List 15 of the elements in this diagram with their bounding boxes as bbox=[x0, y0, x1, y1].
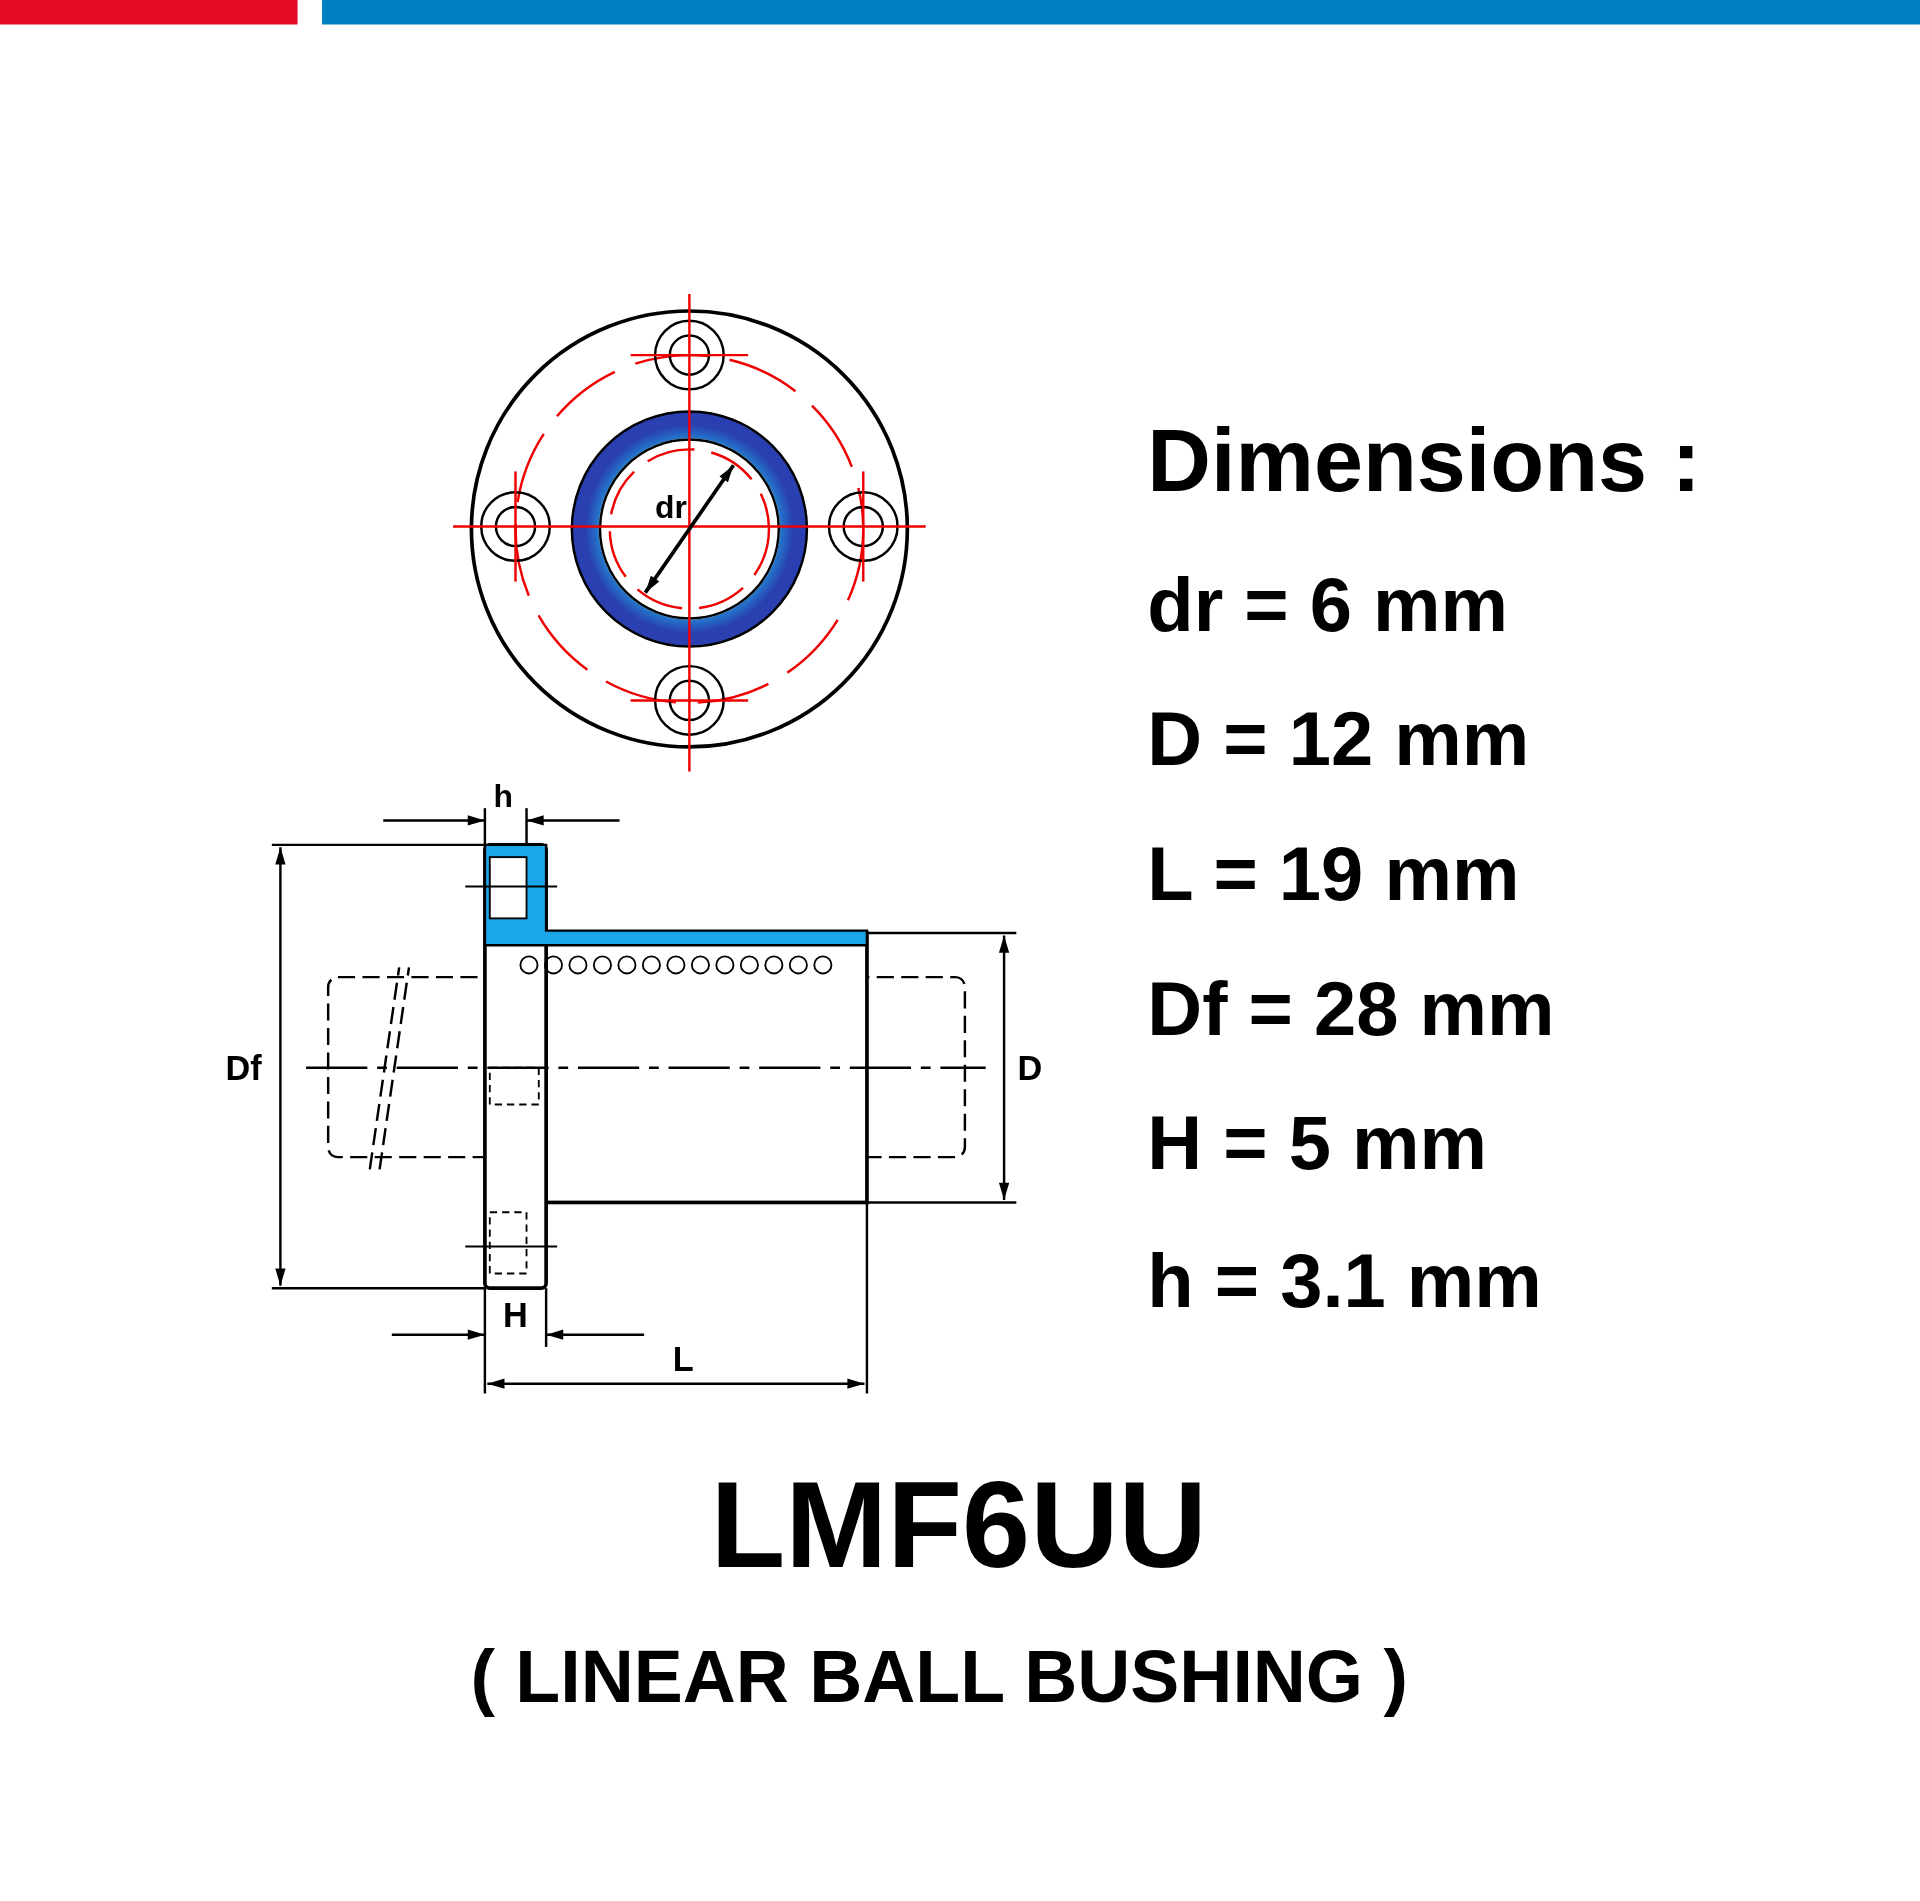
specification-line: dr = 6 mm bbox=[1147, 563, 1509, 647]
product-title: LMF6UU bbox=[710, 1457, 1208, 1592]
specification-line: h = 3.1 mm bbox=[1147, 1239, 1542, 1323]
specification-line: Df = 28 mm bbox=[1147, 967, 1555, 1051]
dimension-letter: H bbox=[503, 1297, 528, 1336]
specification-line: D = 12 mm bbox=[1147, 697, 1530, 782]
product-caption: ( LINEAR BALL BUSHING ) bbox=[470, 1637, 1408, 1718]
specification-line: L = 19 mm bbox=[1147, 832, 1520, 917]
dimension-letter: dr bbox=[655, 489, 687, 525]
dimension-letter: h bbox=[493, 778, 513, 814]
dimension-letter: L bbox=[672, 1341, 694, 1380]
dimension-letter: Df bbox=[225, 1050, 262, 1088]
specification-line: H = 5 mm bbox=[1147, 1102, 1488, 1186]
specification-heading: Dimensions : bbox=[1147, 412, 1701, 510]
dimension-letter: D bbox=[1017, 1050, 1043, 1088]
